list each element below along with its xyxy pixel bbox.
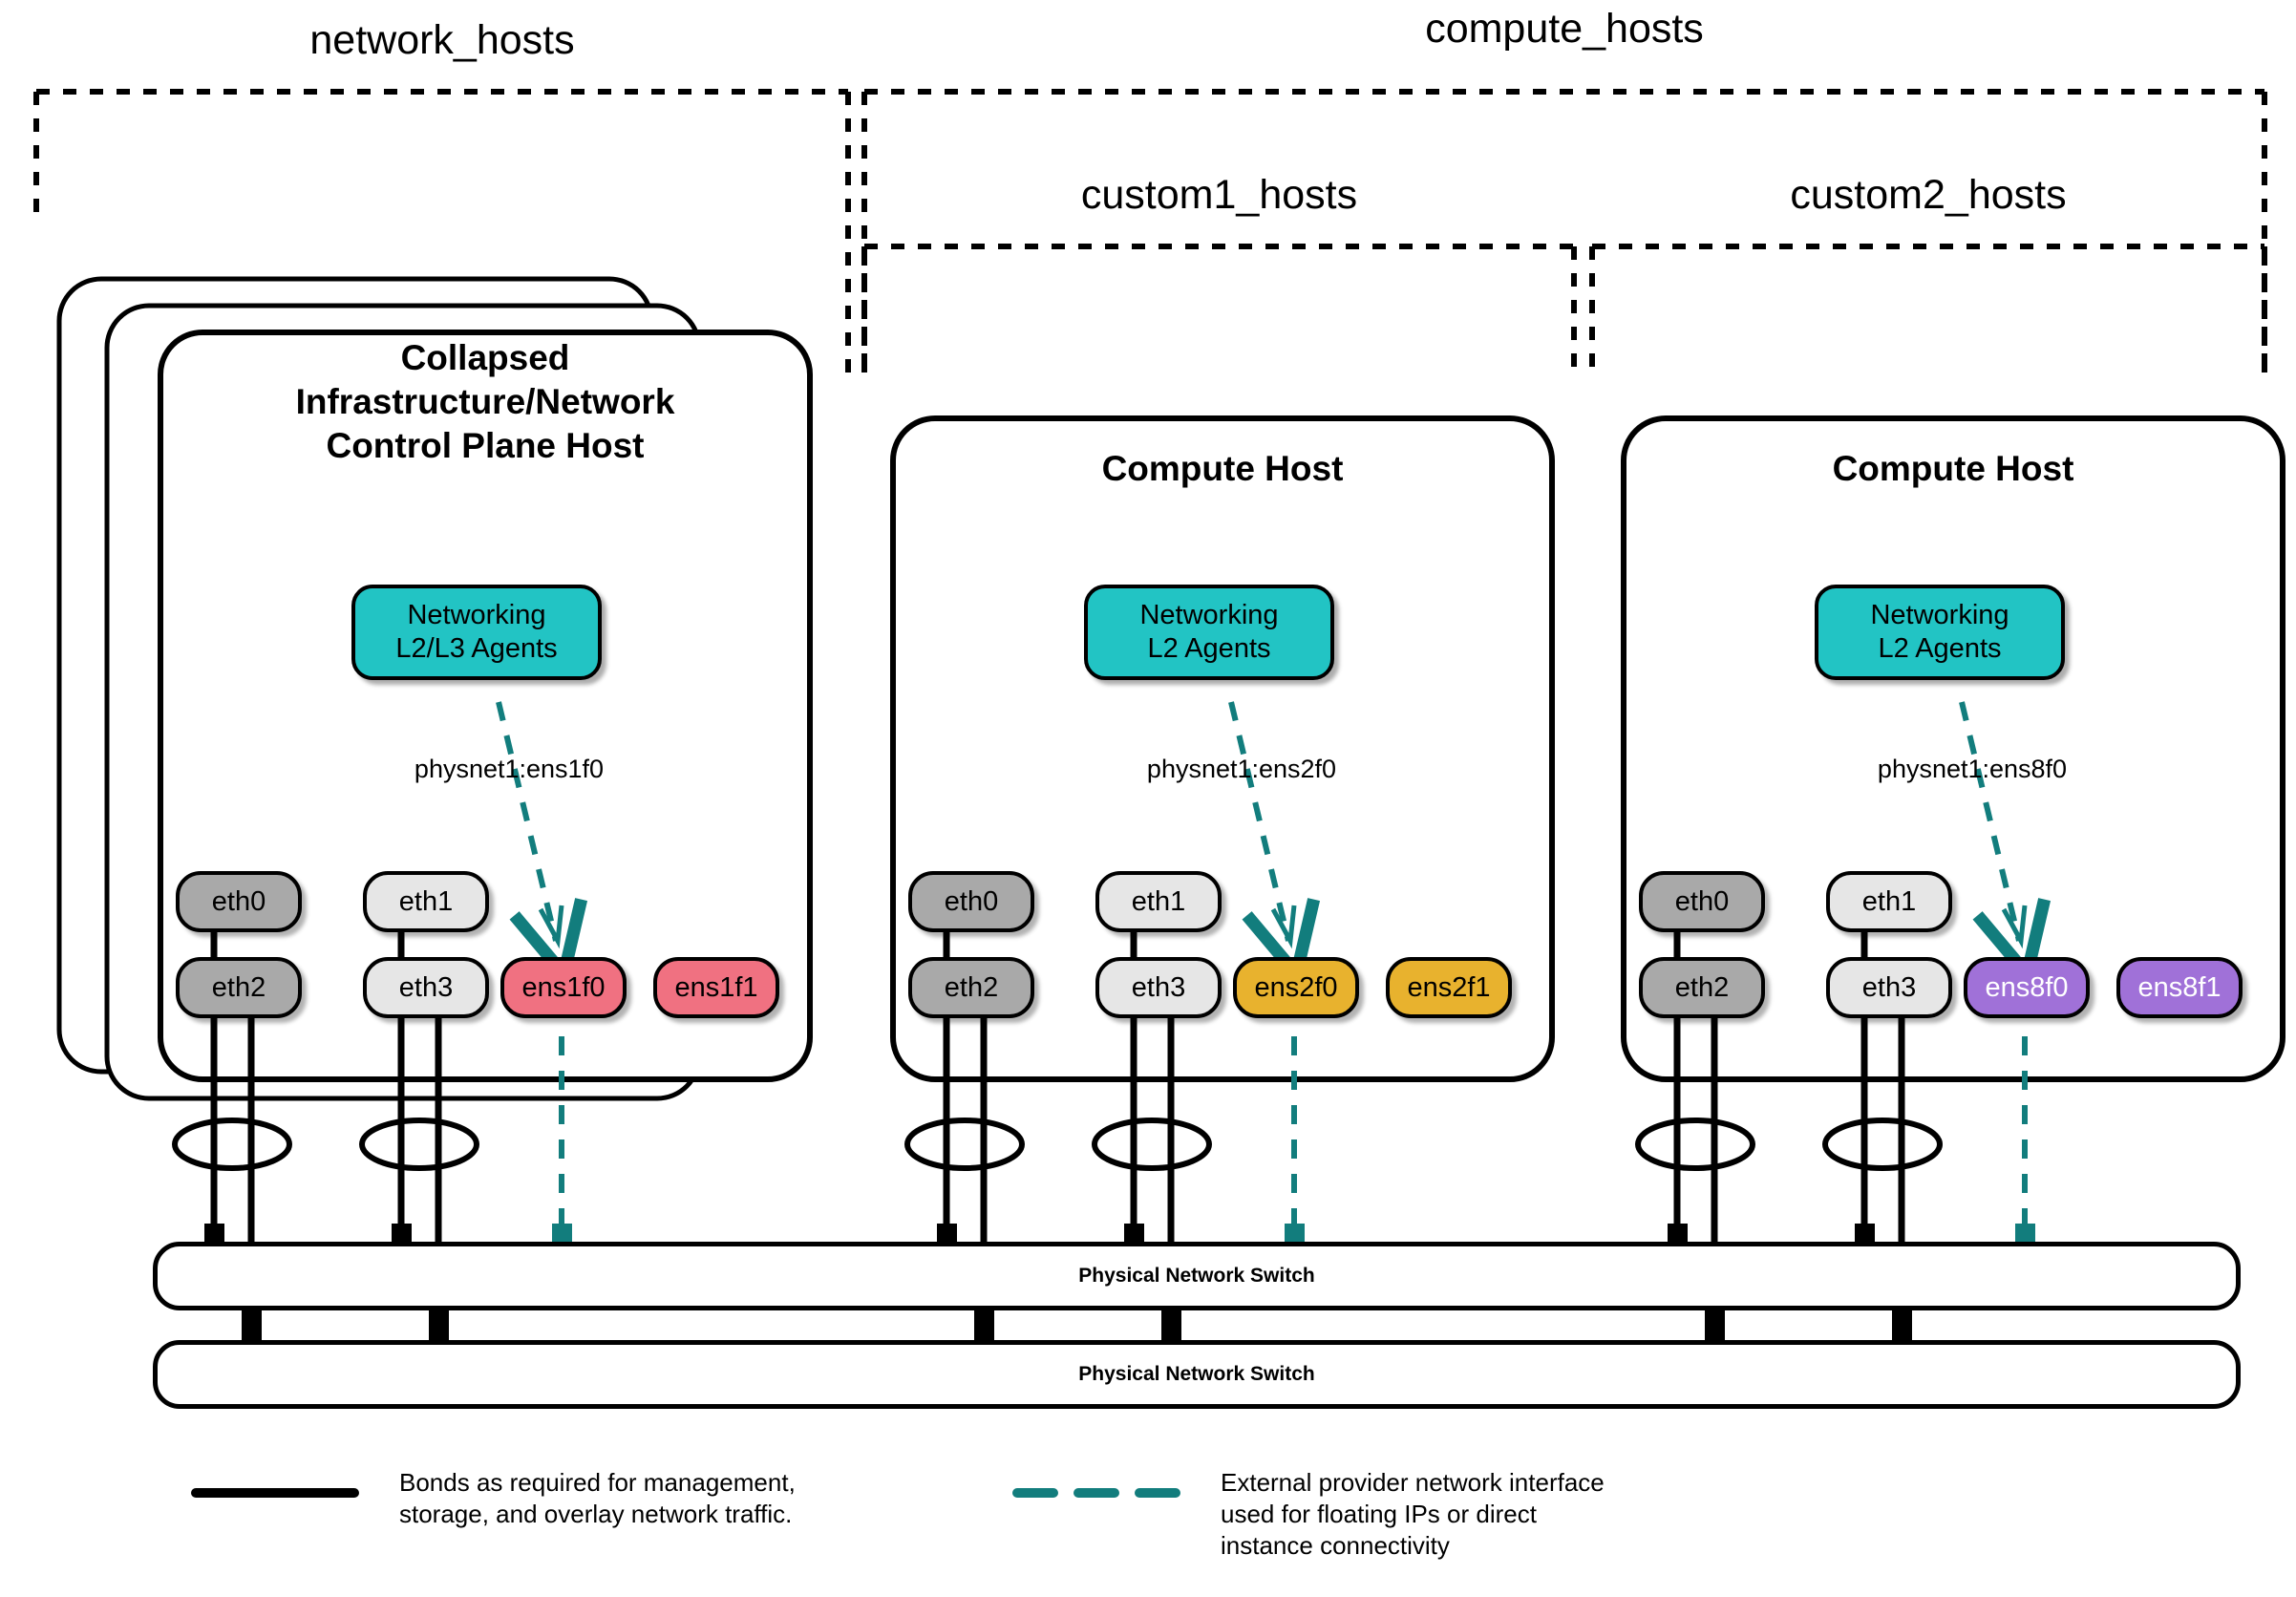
physnet-label-control-plane: physnet1:ens1f0 <box>414 755 605 783</box>
switch-top[interactable]: Physical Network Switch <box>153 1242 2241 1310</box>
legend-swatch-provider-seg2 <box>1074 1488 1119 1498</box>
group-frame-compute-hosts <box>861 89 2267 373</box>
host-title-compute-2: Compute Host <box>1832 449 2074 488</box>
provider-link-h2-agent <box>1228 701 1288 941</box>
physnet-label-compute-1: physnet1:ens2f0 <box>1146 755 1337 783</box>
host-card-compute-2 <box>1621 415 2285 1082</box>
group-label-network-hosts: network_hosts <box>309 17 575 63</box>
nic-h3-eth3[interactable]: eth3 <box>1826 957 1952 1018</box>
port-block-h1-d <box>429 1310 449 1341</box>
provider-arrowhead-h2-extra <box>1270 905 1297 949</box>
port-block-h2-d <box>1161 1310 1181 1341</box>
nic-h3-eth1[interactable]: eth1 <box>1826 871 1952 932</box>
nic-h1-eth1[interactable]: eth1 <box>363 871 489 932</box>
bond-ellipse-h3-a <box>1635 1118 1755 1171</box>
host-title-control-plane: Collapsed Infrastructure/Network Control… <box>295 338 675 465</box>
nic-h1-eth0[interactable]: eth0 <box>176 871 302 932</box>
port-block-h3-d <box>1892 1310 1912 1341</box>
provider-arrowhead-h1-extra <box>538 905 564 949</box>
provider-link-h1-agent <box>496 701 556 941</box>
legend-swatch-bonds <box>191 1488 359 1498</box>
group-frame-custom2-hosts <box>1589 244 2267 374</box>
legend-swatch-provider-seg1 <box>1012 1488 1058 1498</box>
nic-h2-eth0[interactable]: eth0 <box>908 871 1034 932</box>
port-block-h2-c <box>974 1310 994 1341</box>
provider-link-h3-agent <box>1959 701 2019 941</box>
legend-text-bonds: Bonds as required for management, storag… <box>399 1468 796 1528</box>
group-label-custom2-hosts: custom2_hosts <box>1790 172 2067 218</box>
provider-arrowhead-h3-extra <box>2001 905 2028 949</box>
physnet-label-compute-2: physnet1:ens8f0 <box>1877 755 2068 783</box>
nic-h3-eth0[interactable]: eth0 <box>1639 871 1765 932</box>
nic-h2-eth1[interactable]: eth1 <box>1095 871 1222 932</box>
host-card-compute-1 <box>890 415 1555 1082</box>
nic-h2-ens2f0[interactable]: ens2f0 <box>1233 957 1359 1018</box>
port-block-h3-c <box>1705 1310 1725 1341</box>
nic-h1-ens1f0[interactable]: ens1f0 <box>500 957 627 1018</box>
nic-h1-eth2[interactable]: eth2 <box>176 957 302 1018</box>
nic-h3-ens8f0[interactable]: ens8f0 <box>1964 957 2090 1018</box>
agent-box-compute-2[interactable]: Networking L2 Agents <box>1815 585 2065 680</box>
nic-h3-eth2[interactable]: eth2 <box>1639 957 1765 1018</box>
group-frame-custom1-hosts <box>861 244 1577 374</box>
nic-h2-eth2[interactable]: eth2 <box>908 957 1034 1018</box>
bond-ellipse-h1-b <box>359 1118 479 1171</box>
agent-box-compute-1[interactable]: Networking L2 Agents <box>1084 585 1334 680</box>
nic-h2-ens2f1[interactable]: ens2f1 <box>1386 957 1512 1018</box>
port-block-h1-c <box>242 1310 262 1341</box>
nic-h2-eth3[interactable]: eth3 <box>1095 957 1222 1018</box>
group-label-compute-hosts: compute_hosts <box>1425 6 1704 52</box>
switch-bottom[interactable]: Physical Network Switch <box>153 1340 2241 1409</box>
group-frame-network-hosts <box>33 89 851 373</box>
host-card-control-plane <box>158 330 813 1082</box>
bond-ellipse-h3-b <box>1822 1118 1943 1171</box>
bond-ellipse-h2-b <box>1092 1118 1212 1171</box>
nic-h1-ens1f1[interactable]: ens1f1 <box>653 957 779 1018</box>
host-title-compute-1: Compute Host <box>1101 449 1344 488</box>
legend-swatch-provider-seg3 <box>1135 1488 1180 1498</box>
bond-ellipse-h2-a <box>904 1118 1025 1171</box>
bond-ellipse-h1-a <box>172 1118 292 1171</box>
nic-h3-ens8f1[interactable]: ens8f1 <box>2116 957 2243 1018</box>
nic-h1-eth3[interactable]: eth3 <box>363 957 489 1018</box>
legend-text-provider: External provider network interface used… <box>1221 1468 1605 1560</box>
group-label-custom1-hosts: custom1_hosts <box>1080 172 1358 218</box>
agent-box-control-plane[interactable]: Networking L2/L3 Agents <box>351 585 602 680</box>
